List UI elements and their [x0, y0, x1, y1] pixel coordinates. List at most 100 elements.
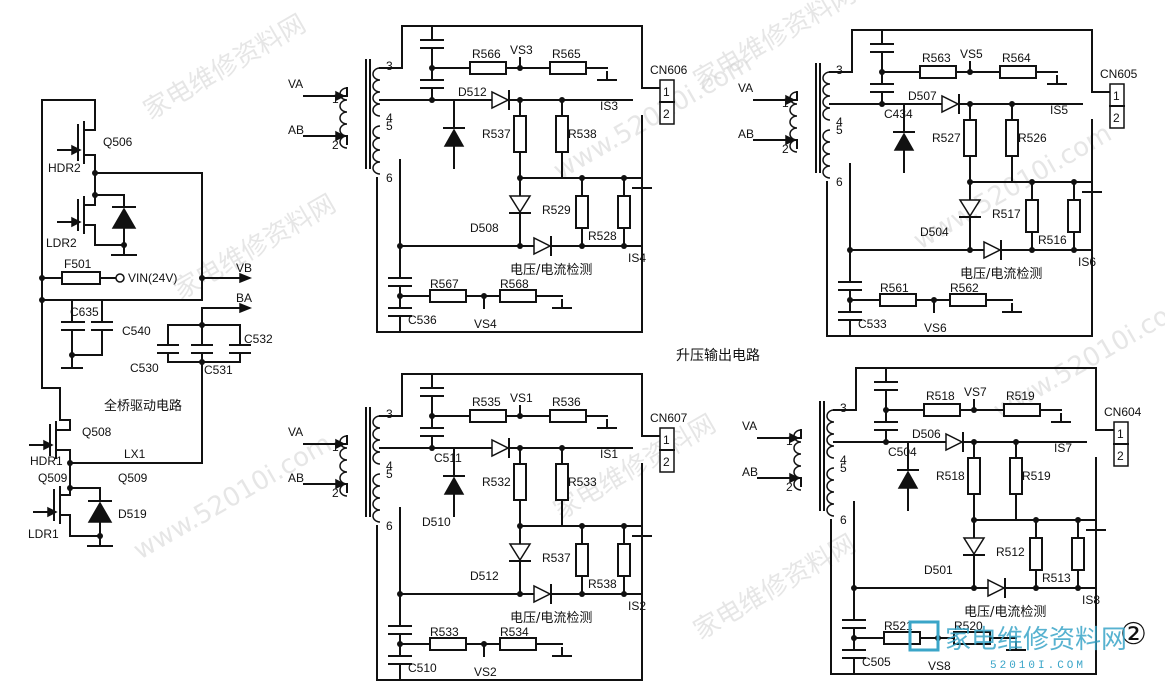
label-r-mid-a: R512 [996, 545, 1025, 559]
label-cap-bottom: C505 [862, 655, 891, 669]
arrow-head [335, 130, 346, 142]
label-vs-bottom: VS8 [928, 659, 951, 673]
coil-path [789, 91, 798, 153]
junction-dot [579, 243, 585, 249]
label-va: VA [288, 425, 303, 439]
connector-pin-1: 1 [663, 433, 670, 447]
arrow-head [789, 472, 800, 484]
resistor-v1 [513, 463, 527, 501]
connector-pin-1: 1 [663, 85, 670, 99]
label-is-low: IS2 [628, 599, 646, 613]
primary-lead-va [303, 435, 348, 445]
label-hdr1: HDR1 [30, 454, 63, 468]
label-r-top-a: R535 [472, 395, 501, 409]
diode-main [491, 90, 510, 110]
label-vs-top: VS7 [964, 385, 987, 399]
label-c532: C532 [244, 332, 273, 346]
arrow-head [335, 478, 346, 490]
cap-top-2 [420, 427, 444, 437]
pin-label-6: 6 [386, 171, 393, 185]
resistor-bot-a [883, 631, 921, 645]
ground-symbol [632, 527, 652, 537]
label-r-top-b: R536 [552, 395, 581, 409]
diode-clamp [443, 127, 465, 147]
secondary-winding-top [826, 409, 835, 459]
label-r-bot-b: R520 [954, 619, 983, 633]
label-r-mid-b: R528 [588, 229, 617, 243]
label-is-low: IS8 [1082, 593, 1100, 607]
resistor-bot-b [499, 289, 537, 303]
label-r-bot-a: R561 [880, 281, 909, 295]
label-is-low: IS4 [628, 251, 646, 265]
primary-winding [339, 87, 348, 149]
label-vb: VB [236, 261, 252, 275]
label-diode-low: D508 [470, 221, 499, 235]
label-vs-bottom: VS4 [474, 317, 497, 331]
resistor-mid-b [617, 543, 631, 577]
resistor-mid-a [1029, 537, 1043, 571]
label-vs-bottom: VS6 [924, 321, 947, 335]
ground-symbol [552, 647, 572, 657]
label-r-mid-a: R529 [542, 203, 571, 217]
diode-clamp [893, 131, 915, 151]
pin-label-6: 6 [840, 513, 847, 527]
label-hdr2: HDR2 [48, 161, 81, 175]
coil-path [339, 87, 348, 149]
label-r-v1: R532 [482, 475, 511, 489]
pin-label-6: 6 [386, 519, 393, 533]
label-diode-low: D501 [924, 563, 953, 577]
pin-label-2: 2 [332, 486, 339, 500]
diode-body [533, 584, 552, 604]
coil-path [822, 129, 831, 179]
resistor-bot-a [429, 289, 467, 303]
ground-symbol [552, 299, 572, 309]
cap-top-2 [420, 79, 444, 89]
label-r-mid-b: R516 [1038, 233, 1067, 247]
junction-dot [1075, 585, 1081, 591]
pin-label-1: 1 [332, 440, 339, 454]
logo-text: 家电维修资料网 [945, 625, 1127, 655]
diode-body [987, 578, 1006, 598]
label-va: VA [742, 419, 757, 433]
pin-label-3: 3 [836, 63, 843, 77]
label-r-top-a: R518 [926, 389, 955, 403]
logo-url: 52010I.COM [990, 660, 1086, 672]
diode-body [533, 236, 552, 256]
diode-detect [508, 195, 532, 214]
resistor-top-b [999, 65, 1037, 79]
diode-low [533, 584, 552, 604]
label-cap-bottom: C536 [408, 313, 437, 327]
label-c531: C531 [204, 363, 233, 377]
pin-label-4: 4 [386, 111, 393, 125]
label-r-v1: R518 [936, 469, 965, 483]
resistor-mid-b [1067, 199, 1081, 233]
label-diode-low: D512 [470, 569, 499, 583]
junction-dot [517, 591, 523, 597]
cap-bottom-a [388, 277, 412, 287]
label-diode-main: D512 [458, 85, 487, 99]
label-r-bot-b: R534 [500, 625, 529, 639]
diode-body [443, 476, 465, 495]
cap-top-2 [870, 83, 894, 93]
label-r-v2: R538 [568, 127, 597, 141]
label-ba: BA [236, 291, 252, 305]
label-detect: 电压/电流检测 [510, 611, 592, 626]
diode-main [945, 432, 964, 452]
secondary-winding-bottom [826, 467, 835, 517]
label-connector: CN604 [1104, 405, 1142, 419]
label-r-mid-b: R513 [1042, 571, 1071, 585]
frame-bottom [826, 119, 1093, 337]
primary-winding [339, 435, 348, 497]
resistor-bot-b [499, 637, 537, 651]
pin-label-5: 5 [386, 467, 393, 481]
junction-dot [1029, 247, 1035, 253]
secondary-winding-bottom [822, 129, 831, 179]
pin-label-4: 4 [836, 115, 843, 129]
label-r-v2: R533 [568, 475, 597, 489]
diode-detect [508, 543, 532, 562]
full-bridge-driver: Q506 HDR2 LDR2 F501 VIN(24V) VB BA C635 … [28, 99, 273, 547]
pin-label-6: 6 [836, 175, 843, 189]
coil-path [826, 409, 835, 459]
